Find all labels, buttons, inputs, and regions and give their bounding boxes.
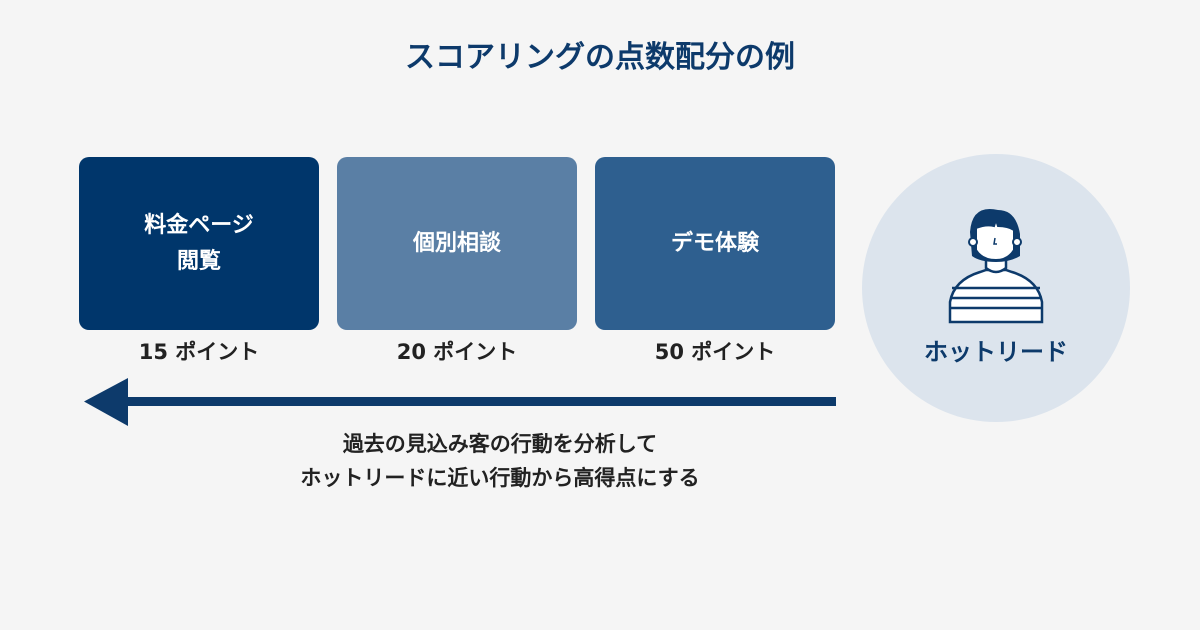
action-box-pricing-page: 料金ページ閲覧 — [79, 157, 319, 330]
description: 過去の見込み客の行動を分析して ホットリードに近い行動から高得点にする — [0, 428, 1000, 495]
hot-lead-label: ホットリード — [924, 338, 1068, 366]
box-label: デモ体験 — [670, 230, 759, 256]
description-line: 過去の見込み客の行動を分析して — [342, 432, 658, 456]
box-label: 個別相談 — [412, 230, 501, 256]
box-label: 閲覧 — [176, 248, 221, 274]
action-box-consultation: 個別相談 — [337, 157, 577, 330]
points-label: 15 ポイント — [138, 340, 260, 364]
person-icon — [948, 208, 1044, 324]
left-arrow-icon — [84, 378, 836, 426]
diagram-title: スコアリングの点数配分の例 — [405, 40, 795, 75]
hot-lead-circle: ホットリード — [862, 154, 1130, 422]
box-label: 料金ページ — [144, 213, 254, 239]
points-label: 20 ポイント — [396, 340, 518, 364]
action-box-demo: デモ体験 — [595, 157, 835, 330]
description-line: ホットリードに近い行動から高得点にする — [300, 465, 700, 490]
points-label: 50 ポイント — [654, 340, 776, 364]
